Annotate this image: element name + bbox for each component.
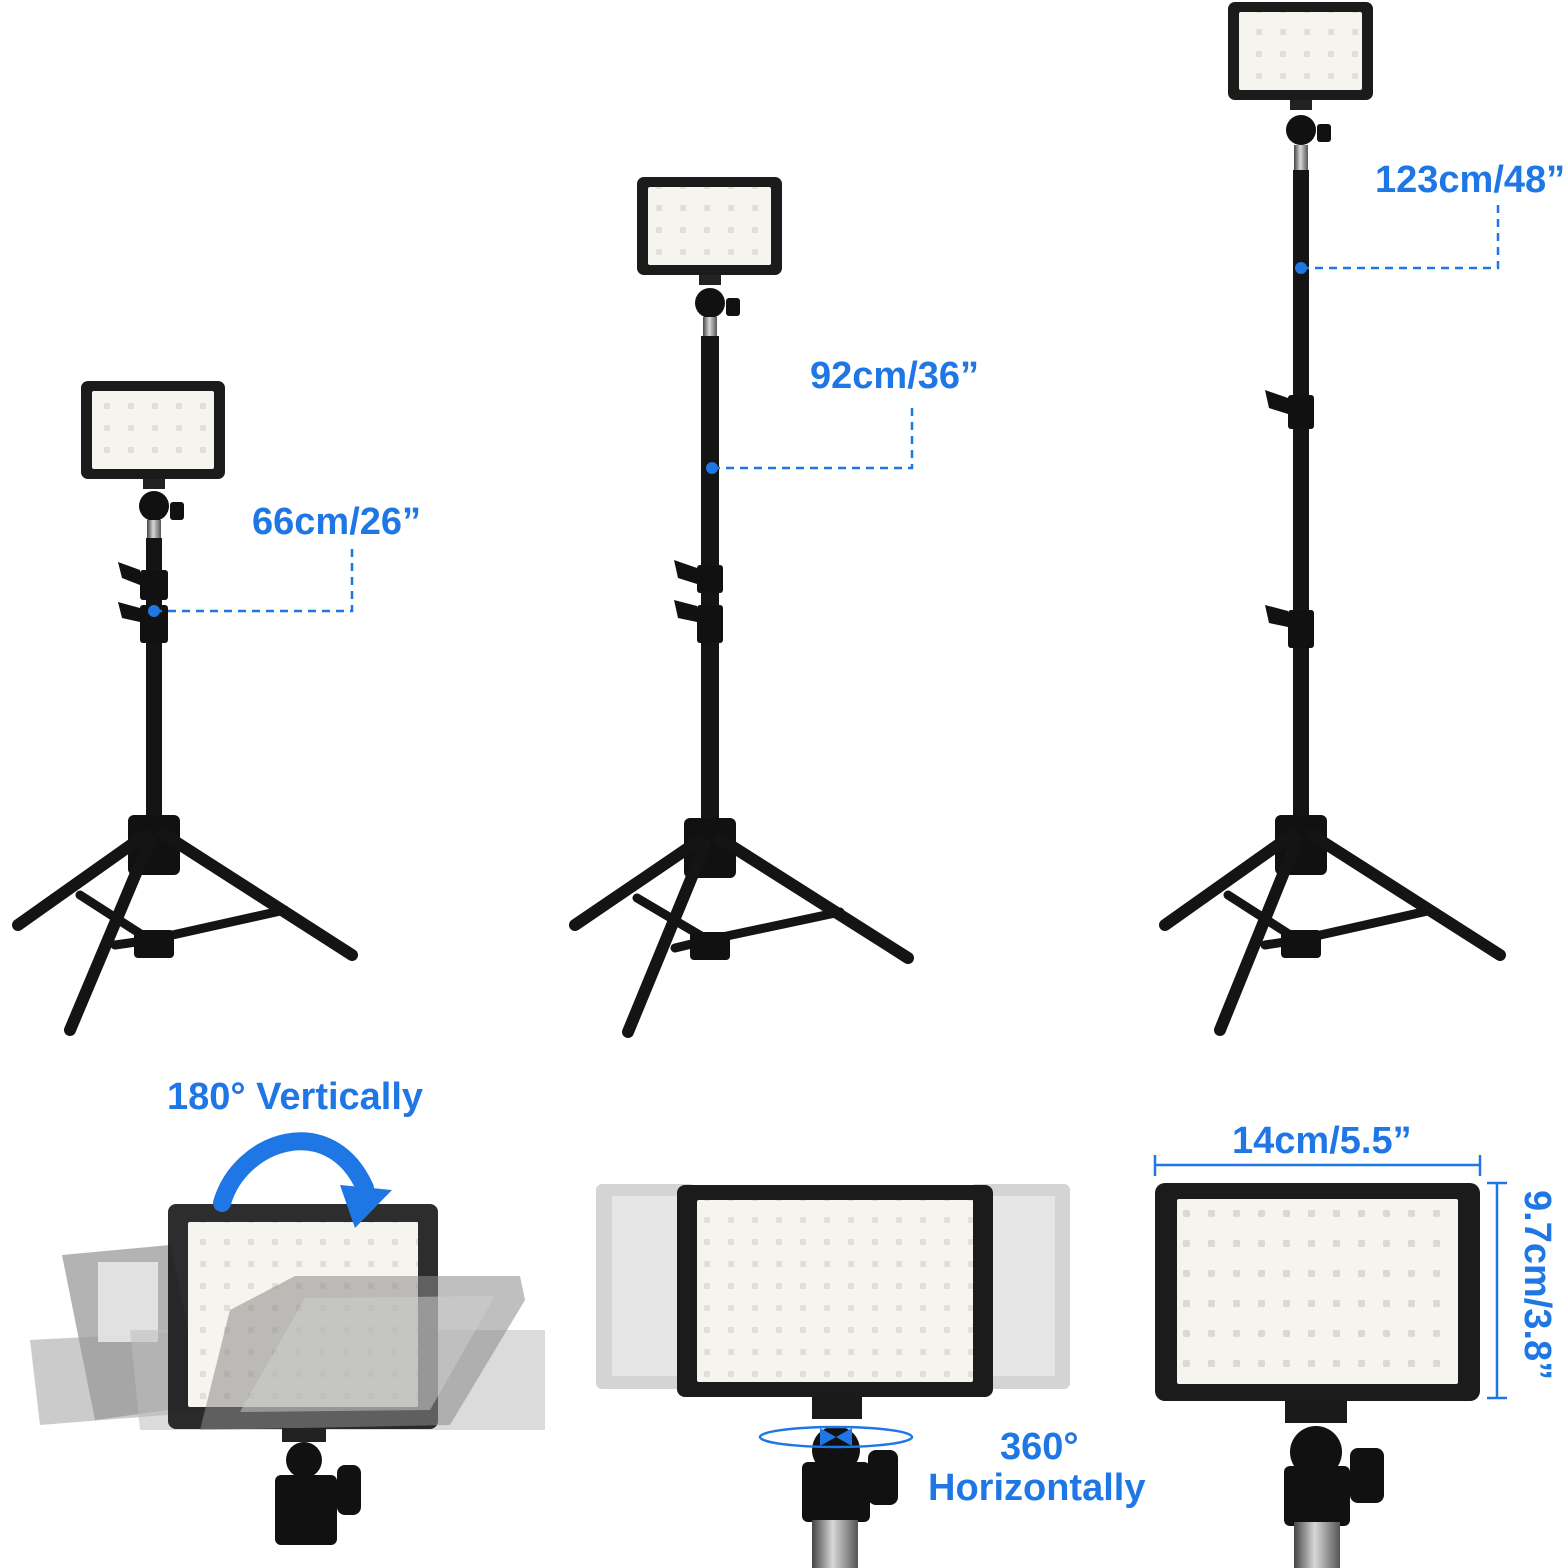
light-stand-tall — [1159, 2, 1506, 1036]
height-marker-short — [154, 548, 354, 613]
height-label-mid: 92cm/36” — [810, 355, 980, 397]
panel-height-label: 9.7cm/3.8” — [1516, 1190, 1558, 1381]
light-stand-short — [12, 381, 358, 1036]
height-marker-tall — [1301, 205, 1500, 270]
curved-arrow-icon — [213, 1132, 374, 1212]
height-marker-mid — [712, 405, 914, 470]
tilt-label: 180° Vertically — [167, 1076, 424, 1118]
height-label-tall: 123cm/48” — [1375, 159, 1566, 201]
rotation-ellipse-icon — [758, 1425, 914, 1449]
marker-dot — [706, 462, 718, 474]
dimension-demo — [1153, 1155, 1507, 1568]
swivel-demo — [596, 1184, 1070, 1568]
rotate-word-label: Horizontally — [928, 1467, 1146, 1509]
rotate-degree-label: 360° — [1000, 1426, 1079, 1468]
width-label: 14cm/5.5” — [1232, 1120, 1412, 1162]
light-stand-mid — [569, 177, 914, 1038]
marker-dot — [1295, 262, 1307, 274]
height-label-short: 66cm/26” — [252, 501, 422, 543]
tilt-demo — [30, 1132, 545, 1545]
marker-dot — [148, 605, 160, 617]
